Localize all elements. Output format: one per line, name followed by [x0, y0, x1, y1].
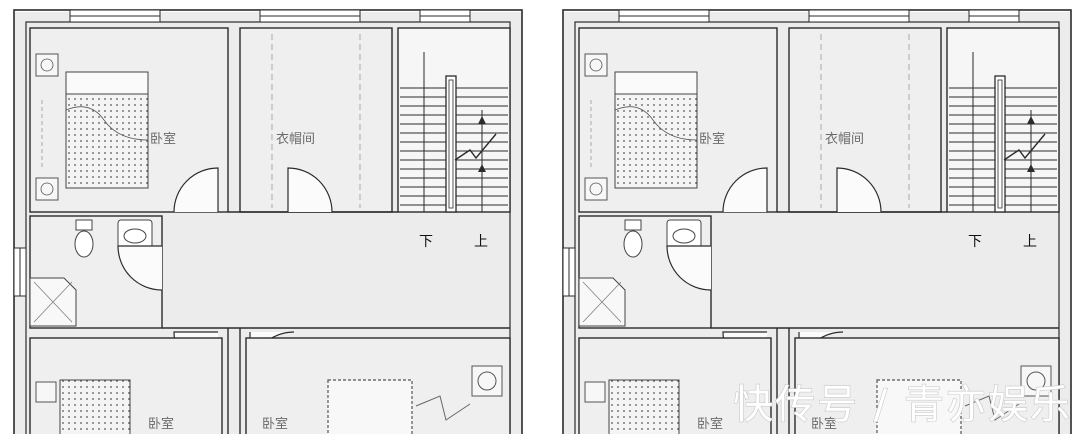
lamp: [589, 58, 603, 72]
furniture-sketch: [964, 395, 1020, 421]
bed: [59, 379, 131, 434]
washbasin-bowl: [123, 228, 147, 244]
stair-break-line: [1003, 133, 1046, 161]
nightstand: [471, 365, 503, 397]
room-label-bedroom: 卧室: [150, 131, 176, 147]
room-label-closet: 衣帽间: [825, 131, 864, 147]
washbasin: [666, 219, 702, 249]
lamp: [589, 182, 603, 196]
stair-arrow-icon: [1027, 164, 1035, 172]
nightstand: [584, 53, 608, 77]
stair-handrail-inner: [448, 79, 454, 209]
furniture-sketch: [415, 395, 471, 421]
door-swing: [117, 245, 163, 291]
floor-plan-left: 卧室 衣帽间 卧室 卧室 下 上: [13, 9, 523, 434]
bed-blanket-fold: [65, 106, 149, 141]
nightstand: [35, 381, 57, 403]
stair-label-up: 上: [474, 234, 488, 250]
stair-label-down: 下: [419, 234, 433, 250]
room-label-bedroom-bottom-left: 卧室: [697, 416, 723, 432]
stair-handrail-inner: [997, 79, 1003, 209]
bed-ornamental: [876, 379, 962, 434]
stair-break-line: [454, 133, 497, 161]
watermark-text: 快传号 / 青亦娱乐: [733, 382, 1072, 428]
washbasin-bowl: [672, 228, 696, 244]
door-swing: [666, 245, 712, 291]
room-label-closet: 衣帽间: [276, 131, 315, 147]
stair-label-up: 上: [1023, 234, 1037, 250]
stair-arrow-icon: [478, 116, 486, 124]
nightstand: [35, 177, 59, 201]
washbasin: [117, 219, 153, 249]
door-swing: [287, 167, 333, 213]
door-swing: [173, 167, 219, 213]
lamp: [477, 371, 497, 391]
nightstand: [35, 53, 59, 77]
toilet-bowl: [74, 230, 94, 258]
stair-arrow-icon: [1027, 116, 1035, 124]
shower-drain-lines: [582, 281, 622, 323]
toilet-tank: [624, 219, 642, 231]
stair-label-down: 下: [968, 234, 982, 250]
stair-handrail: [994, 75, 1006, 213]
lamp: [1026, 371, 1046, 391]
bed-ornamental: [327, 379, 413, 434]
floor-plan-right: 卧室 衣帽间 卧室 卧室 下 上: [562, 9, 1072, 434]
stair-arrow-icon: [478, 164, 486, 172]
room-label-bedroom-bottom-right: 卧室: [262, 416, 288, 432]
lamp: [40, 182, 54, 196]
bed-pillow-area: [614, 71, 698, 95]
nightstand: [584, 177, 608, 201]
bed-blanket-fold: [614, 106, 698, 141]
room-label-bedroom-bottom-left: 卧室: [148, 416, 174, 432]
room-label-bedroom: 卧室: [699, 131, 725, 147]
bed-pillow-area: [65, 71, 149, 95]
lamp: [40, 58, 54, 72]
door-swing: [722, 167, 768, 213]
shower-drain-lines: [33, 281, 73, 323]
nightstand: [1020, 365, 1052, 397]
toilet-bowl: [623, 230, 643, 258]
room-label-bedroom-bottom-right: 卧室: [811, 416, 837, 432]
stair-handrail: [445, 75, 457, 213]
nightstand: [584, 381, 606, 403]
bed: [608, 379, 680, 434]
toilet-tank: [75, 219, 93, 231]
door-swing: [836, 167, 882, 213]
